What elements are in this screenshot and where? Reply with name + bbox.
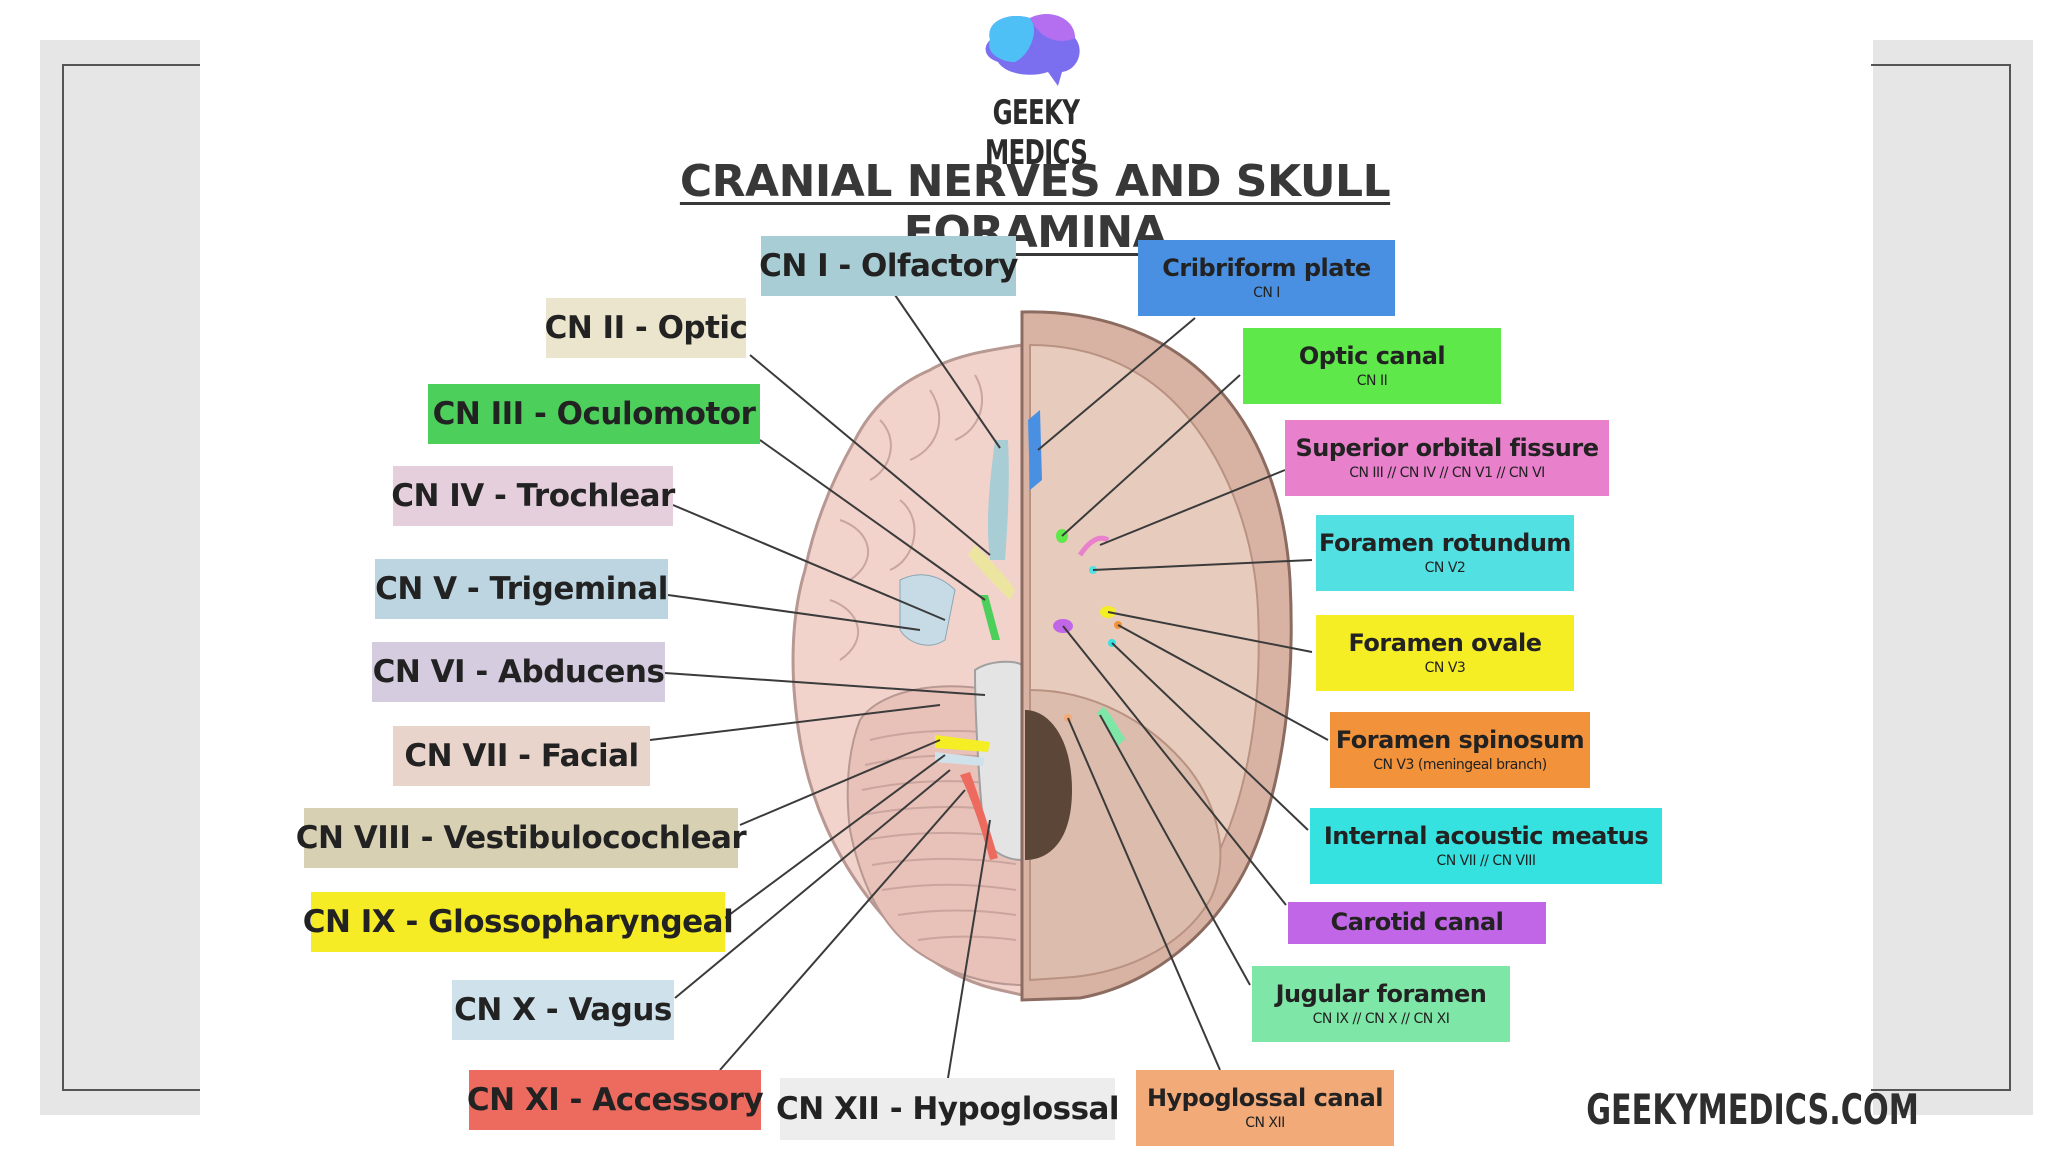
foramen-name: Optic canal <box>1298 341 1446 370</box>
right-panel-frame <box>1871 64 2011 1091</box>
left-panel-frame <box>62 64 202 1091</box>
left-slide-panel <box>40 40 202 1115</box>
label-cn-i: CN I - Olfactory <box>759 236 1018 296</box>
label-cn-x: CN X - Vagus <box>452 980 674 1040</box>
foramen-rotundum: Foramen rotundum CN V2 <box>1316 515 1574 591</box>
foramen-spinosum: Foramen spinosum CN V3 (meningeal branch… <box>1330 712 1590 788</box>
brain-logo-icon <box>985 14 1080 87</box>
foramen-nerves: CN XII <box>1245 1115 1285 1132</box>
foramen-carotid-canal: Carotid canal <box>1288 902 1546 944</box>
foramen-name: Internal acoustic meatus <box>1323 821 1649 850</box>
foramen-ovale: Foramen ovale CN V3 <box>1316 615 1574 691</box>
foramen-nerves: CN V3 (meningeal branch) <box>1373 757 1547 774</box>
brand-logo-text: GEEKY MEDICS <box>984 93 1088 173</box>
label-cn-xi: CN XI - Accessory <box>467 1070 764 1130</box>
leader-lines <box>649 294 1329 1079</box>
foramen-nerves: CN II <box>1356 373 1388 390</box>
foramen-name: Cribriform plate <box>1162 253 1371 282</box>
foramen-cribriform-plate: Cribriform plate CN I <box>1138 240 1395 316</box>
label-cn-xii: CN XII - Hypoglossal <box>776 1078 1120 1140</box>
foramen-name: Foramen ovale <box>1348 628 1543 657</box>
brain-half-illustration <box>791 343 1024 997</box>
label-cn-vi: CN VI - Abducens <box>372 642 665 702</box>
foramen-nerves: CN VII // CN VIII <box>1436 853 1536 870</box>
foramen-name: Foramen spinosum <box>1335 725 1585 754</box>
foramen-jugular: Jugular foramen CN IX // CN X // CN XI <box>1252 966 1510 1042</box>
foramen-internal-acoustic-meatus: Internal acoustic meatus CN VII // CN VI… <box>1310 808 1662 884</box>
foramen-nerves: CN IX // CN X // CN XI <box>1312 1011 1450 1028</box>
label-cn-vii: CN VII - Facial <box>393 726 650 786</box>
label-cn-iv: CN IV - Trochlear <box>391 466 675 526</box>
foramen-hypoglossal-canal: Hypoglossal canal CN XII <box>1136 1070 1394 1146</box>
foramen-name: Jugular foramen <box>1275 979 1487 1008</box>
foramen-nerves: CN V2 <box>1424 560 1466 577</box>
foramen-name: Hypoglossal canal <box>1146 1083 1384 1112</box>
label-cn-v: CN V - Trigeminal <box>375 559 668 619</box>
foramen-superior-orbital-fissure: Superior orbital fissure CN III // CN IV… <box>1285 420 1609 496</box>
label-cn-ix: CN IX - Glossopharyngeal <box>303 892 734 952</box>
label-cn-viii: CN VIII - Vestibulocochlear <box>296 808 747 868</box>
foramen-nerves: CN V3 <box>1424 660 1466 677</box>
label-cn-iii: CN III - Oculomotor <box>428 384 760 444</box>
footer-brand-url: GEEKYMEDICS.COM <box>1586 1085 1919 1134</box>
foramen-name: Carotid canal <box>1330 908 1504 937</box>
foramen-nerves: CN III // CN IV // CN V1 // CN VI <box>1349 465 1545 482</box>
right-slide-panel <box>1871 40 2033 1115</box>
label-cn-ii: CN II - Optic <box>545 298 748 358</box>
foramen-optic-canal: Optic canal CN II <box>1243 328 1501 404</box>
skull-base-illustration <box>1020 310 1293 1002</box>
foramen-name: Superior orbital fissure <box>1295 433 1600 462</box>
foramen-nerves: CN I <box>1253 285 1280 302</box>
foramen-name: Foramen rotundum <box>1319 528 1571 557</box>
